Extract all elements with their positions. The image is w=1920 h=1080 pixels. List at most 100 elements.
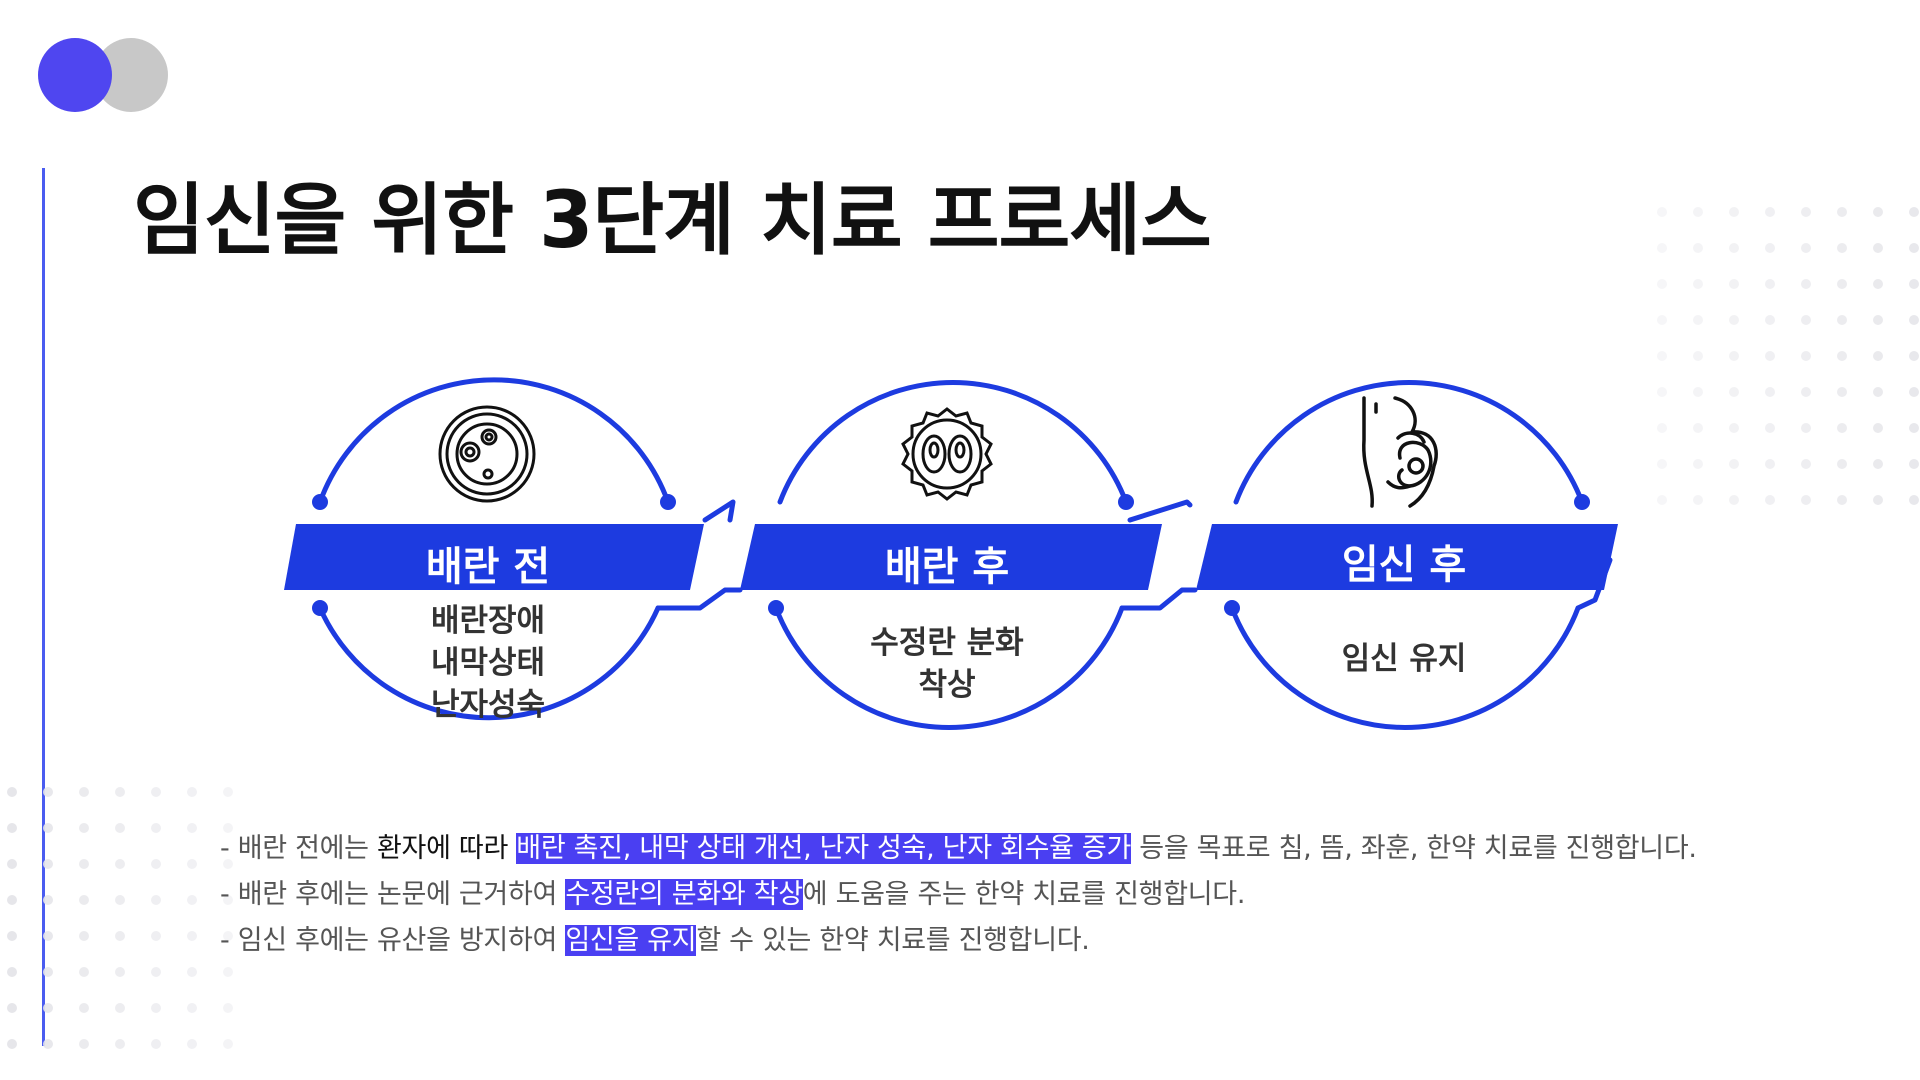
connector-1-top [665,497,736,523]
pattern-dot [115,967,125,977]
pattern-dot [151,823,161,833]
pattern-dot [1657,459,1667,469]
pattern-dot [115,931,125,941]
pregnant-belly-icon [1362,396,1438,508]
left-accent-line [42,168,45,1046]
step-2-arc-top [777,380,1129,505]
pattern-dot [1873,315,1883,325]
pattern-dot [1873,495,1883,505]
step-3-desc-line-1: 임신 유지 [1341,641,1467,677]
note-1-text-d: 등을 목표로 침, 뜸, 좌훈, 한약 치료를 진행합니다. [1131,833,1697,864]
pattern-dot [1765,459,1775,469]
step-1-desc: 배란장애 내막상태 난자성숙 [358,600,618,726]
pattern-dot [43,895,53,905]
pattern-dot [187,931,197,941]
step-2-desc: 수정란 분화 착상 [817,622,1077,706]
connector-2-top [1127,499,1193,523]
pattern-dot [1801,207,1811,217]
pattern-dot [43,787,53,797]
pattern-dot [1693,423,1703,433]
pattern-dot [1801,351,1811,361]
pattern-dot [1801,279,1811,289]
note-line-1: - 배란 전에는 환자에 따라 배란 촉진, 내막 상태 개선, 난자 성숙, … [220,826,1697,872]
pattern-dot [1729,243,1739,253]
pattern-dot [43,967,53,977]
pattern-dot [1909,387,1919,397]
step-1-desc-line-2: 내막상태 [430,645,546,681]
pattern-dot [1765,243,1775,253]
step-3-arc-top [1233,380,1585,505]
step-1-desc-line-1: 배란장애 [430,603,546,639]
pattern-dot [1693,387,1703,397]
pattern-dot [1765,387,1775,397]
pattern-dot [1909,279,1919,289]
note-2-text-d: 에 도움을 주는 한약 치료를 진행합니다. [802,879,1246,910]
step-2-desc-line-2: 착상 [918,667,976,703]
pattern-dot [1909,351,1919,361]
pattern-dot [1909,495,1919,505]
pattern-dot [1873,387,1883,397]
pattern-dot [79,823,89,833]
pattern-dot [43,931,53,941]
pattern-dot [1729,495,1739,505]
pattern-dot [1837,243,1847,253]
pattern-dot [115,895,125,905]
step-1-band [284,524,704,590]
pattern-dot [115,859,125,869]
pattern-dot [79,1003,89,1013]
pattern-dot [1693,279,1703,289]
pattern-dot [1873,423,1883,433]
pattern-dot [7,1003,17,1013]
pattern-dot [1729,207,1739,217]
pattern-dot [151,1039,161,1049]
pattern-dot [187,967,197,977]
note-2-text-a: - 배란 후에는 논문에 근거하여 [220,879,566,910]
pattern-dot [79,1039,89,1049]
pattern-dot [1693,207,1703,217]
pattern-dot [115,1003,125,1013]
pattern-dot [187,895,197,905]
pattern-dot [151,895,161,905]
pattern-dot [1729,423,1739,433]
step-1-dot-bottom-left [312,600,328,616]
dividing-embryo-icon [901,407,993,501]
pattern-dot [1873,279,1883,289]
pattern-dot [1729,279,1739,289]
pattern-dot [1909,423,1919,433]
pattern-dot [1837,351,1847,361]
note-line-2: - 배란 후에는 논문에 근거하여 수정란의 분화와 착상에 도움을 주는 한약… [220,872,1697,918]
notes-list: - 배란 전에는 환자에 따라 배란 촉진, 내막 상태 개선, 난자 성숙, … [220,826,1697,964]
pattern-dot [223,967,233,977]
pattern-dot [1801,495,1811,505]
pattern-dot [1657,387,1667,397]
dot-pattern-left [7,787,233,1049]
pattern-dot [7,967,17,977]
pattern-dot [1729,351,1739,361]
pattern-dot [1873,351,1883,361]
pattern-dot [187,1003,197,1013]
pattern-dot [151,787,161,797]
pattern-dot [1765,351,1775,361]
pattern-dot [1837,207,1847,217]
pattern-dot [1693,315,1703,325]
pattern-dot [115,823,125,833]
step-1-dot-top-right [660,494,676,510]
step-3-title: 임신 후 [1341,542,1467,588]
step-3-band [1196,524,1618,590]
pattern-dot [1657,495,1667,505]
pattern-dot [1729,387,1739,397]
pattern-dot [223,1003,233,1013]
pattern-dot [223,823,233,833]
pattern-dot [7,931,17,941]
connector-2-bottom [1119,587,1198,611]
pattern-dot [1729,459,1739,469]
pattern-dot [187,823,197,833]
pattern-dot [1873,207,1883,217]
step-2-dot-bottom-left [768,600,784,616]
step-2-desc-line-1: 수정란 분화 [870,625,1024,661]
logo-circle-blue [38,38,112,112]
note-2-highlight: 수정란의 분화와 착상 [565,879,803,910]
pattern-dot [1837,495,1847,505]
pattern-dot [79,895,89,905]
note-3-text-d: 할 수 있는 한약 치료를 진행합니다. [696,925,1090,956]
